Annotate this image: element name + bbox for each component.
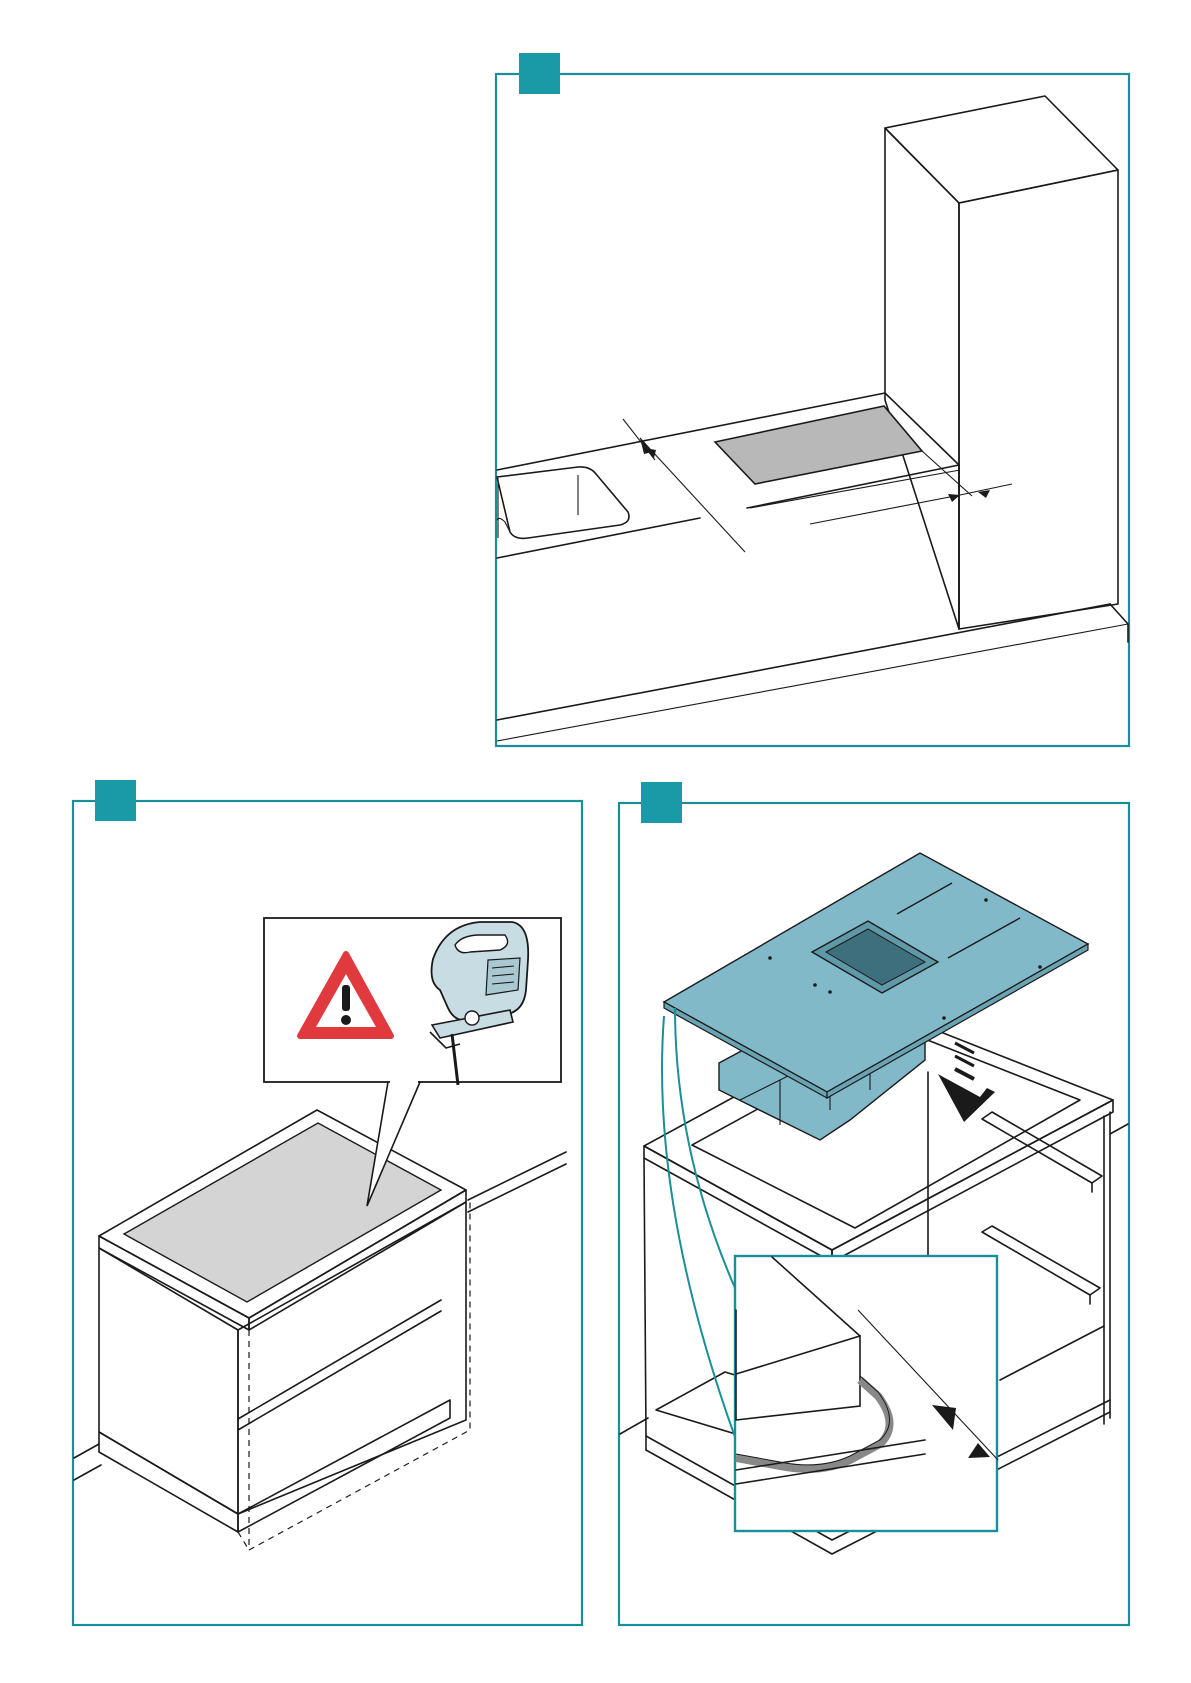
- sink: [497, 467, 629, 539]
- panel-a: [496, 53, 1129, 746]
- panel-b: [73, 780, 582, 1625]
- countertop-cutout: [715, 406, 922, 484]
- base-cabinet: [99, 1110, 470, 1550]
- panel-b-badge: [95, 780, 136, 821]
- tall-cabinet: [885, 96, 1118, 629]
- panel-c: [619, 782, 1129, 1625]
- seal-detail-inset: [735, 1256, 998, 1531]
- downdraft-hob: [664, 853, 1088, 1140]
- panel-c-badge: [641, 782, 682, 823]
- panel-a-badge: [519, 53, 560, 94]
- panel-a-frame: [496, 74, 1129, 746]
